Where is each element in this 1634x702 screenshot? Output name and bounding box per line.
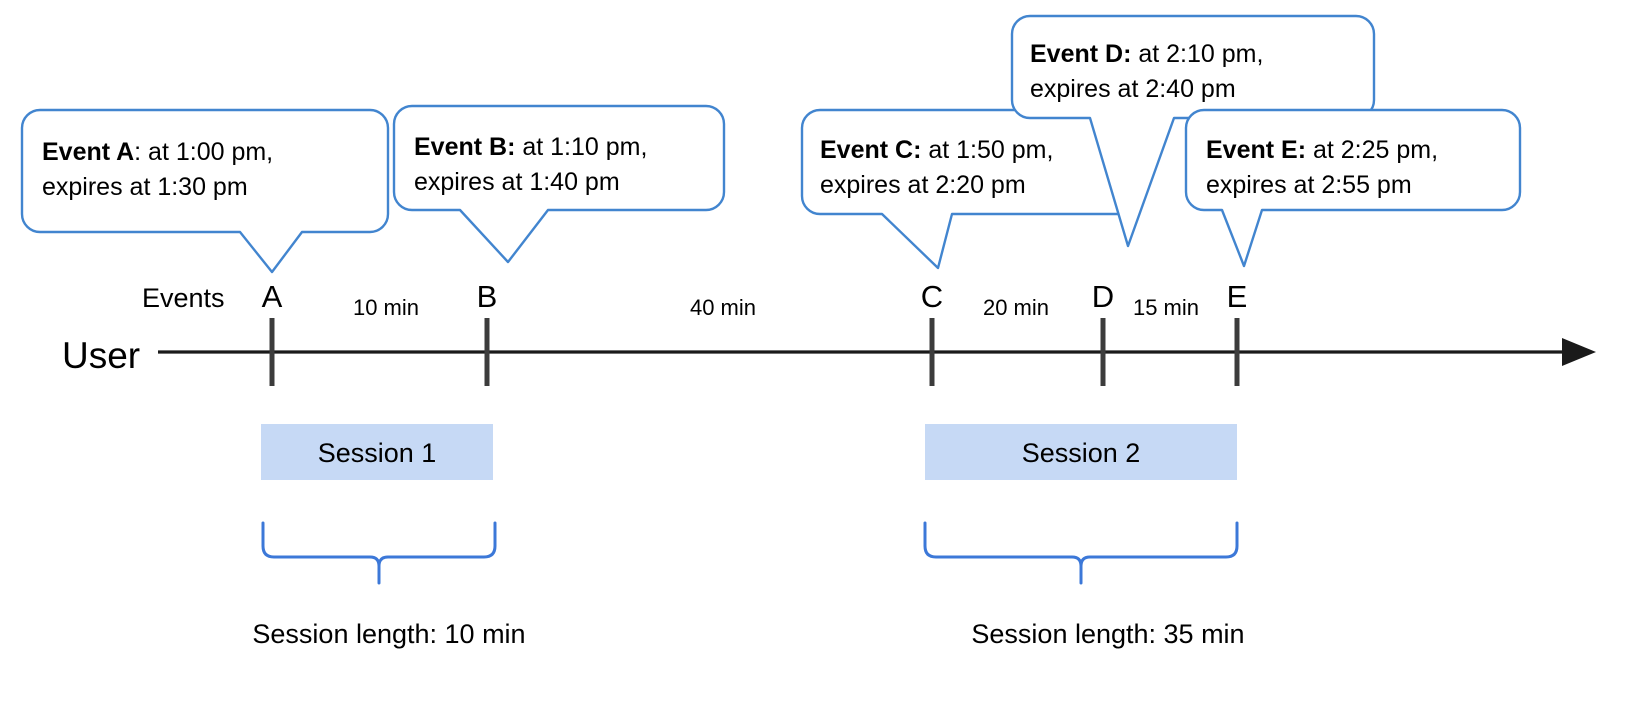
- callout-event-d-line1: Event D: at 2:10 pm,: [1030, 40, 1263, 68]
- callout-event-b-line2: expires at 1:40 pm: [414, 168, 620, 196]
- event-letter-a: A: [262, 279, 283, 314]
- event-letter-c: C: [921, 279, 943, 314]
- event-marker-c[interactable]: C: [921, 279, 943, 386]
- timeline-arrow-icon: [1562, 338, 1596, 366]
- session-2-brace: [923, 521, 1239, 585]
- callout-event-c-line2: expires at 2:20 pm: [820, 171, 1026, 199]
- session-box-1-label: Session 1: [318, 438, 437, 468]
- callout-event-d-line2: expires at 2:40 pm: [1030, 75, 1236, 103]
- event-marker-a[interactable]: A: [262, 279, 283, 386]
- event-marker-b[interactable]: B: [477, 279, 498, 386]
- callout-event-b-shape: [392, 104, 726, 264]
- event-letter-b: B: [477, 279, 498, 314]
- callout-event-d[interactable]: Event D: at 2:10 pm, expires at 2:40 pm: [1010, 14, 1376, 248]
- callout-event-c-line1: Event C: at 1:50 pm,: [820, 136, 1053, 164]
- gap-label-c-d: 20 min: [983, 295, 1049, 320]
- callout-event-e[interactable]: Event E: at 2:25 pm, expires at 2:55 pm: [1184, 108, 1522, 268]
- session-2-length-label: Session length: 35 min: [971, 619, 1244, 649]
- callout-event-b[interactable]: Event B: at 1:10 pm, expires at 1:40 pm: [392, 104, 726, 264]
- event-marker-e[interactable]: E: [1227, 279, 1248, 386]
- callout-event-e-shape: [1184, 108, 1522, 268]
- callout-event-a-shape: [20, 108, 390, 274]
- callout-event-e-line2: expires at 2:55 pm: [1206, 171, 1412, 199]
- gap-label-a-b: 10 min: [353, 295, 419, 320]
- session-1-length-label: Session length: 10 min: [252, 619, 525, 649]
- callout-event-a[interactable]: Event A: at 1:00 pm, expires at 1:30 pm: [20, 108, 390, 274]
- gap-label-b-c: 40 min: [690, 295, 756, 320]
- session-box-2[interactable]: Session 2: [925, 424, 1237, 480]
- callout-event-a-line1: Event A: at 1:00 pm,: [42, 138, 273, 166]
- gap-label-d-e: 15 min: [1133, 295, 1199, 320]
- callout-event-c[interactable]: Event C: at 1:50 pm, expires at 2:20 pm: [800, 108, 1138, 270]
- session-box-2-rect: [925, 424, 1237, 480]
- session-box-1[interactable]: Session 1: [261, 424, 493, 480]
- callout-event-d-shape: [1010, 14, 1376, 248]
- session-box-1-rect: [261, 424, 493, 480]
- axis-title-user: User: [62, 335, 140, 376]
- session-box-2-label: Session 2: [1022, 438, 1141, 468]
- callout-event-a-line2: expires at 1:30 pm: [42, 173, 248, 201]
- callout-event-e-line1: Event E: at 2:25 pm,: [1206, 136, 1438, 164]
- event-letter-d: D: [1092, 279, 1114, 314]
- event-marker-d[interactable]: D: [1092, 279, 1114, 386]
- event-letter-e: E: [1227, 279, 1248, 314]
- session-1-brace: [261, 521, 497, 585]
- events-row-label: Events: [142, 283, 225, 313]
- callout-event-b-line1: Event B: at 1:10 pm,: [414, 133, 647, 161]
